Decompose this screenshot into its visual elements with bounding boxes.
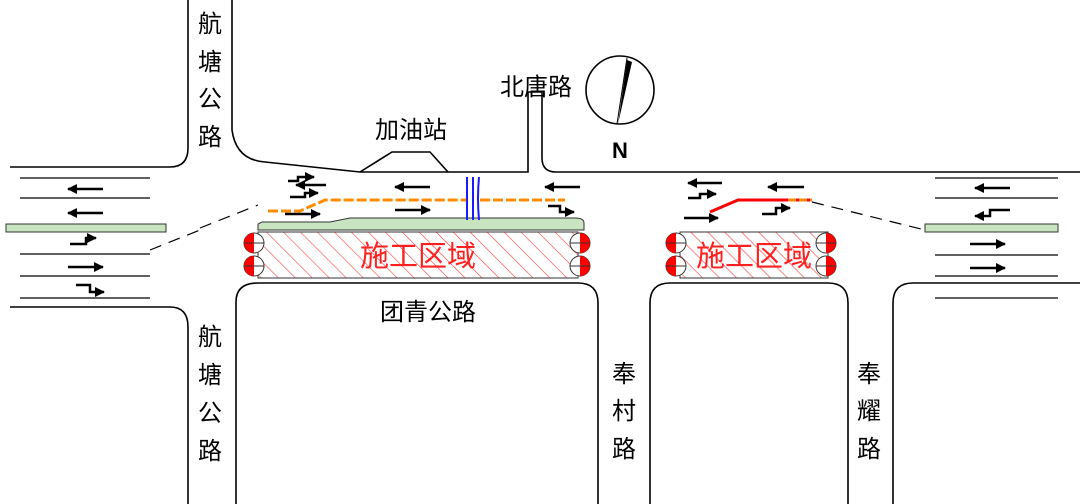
warning-marker-icon [243, 232, 265, 254]
svg-text:塘: 塘 [198, 49, 222, 76]
svg-text:路: 路 [198, 438, 222, 465]
svg-text:村: 村 [612, 398, 636, 425]
road-label-hangtang-south: 航 塘 公 路 [198, 324, 222, 465]
warning-marker-icon [665, 232, 687, 254]
work-zone-label: 施工区域 [696, 240, 812, 273]
road-label-hangtang-north: 航 塘 公 路 [198, 11, 222, 151]
warning-marker-icon [815, 232, 837, 254]
direction-arrows [67, 172, 1010, 297]
cone-line-right [709, 198, 810, 214]
warning-marker-icon [815, 255, 837, 277]
svg-text:航: 航 [198, 324, 222, 351]
north-label: N [612, 138, 628, 163]
lane-lines [20, 177, 1058, 299]
cone-lines [268, 198, 812, 214]
svg-text:路: 路 [198, 124, 222, 151]
svg-text:公: 公 [198, 400, 222, 427]
median-left [5, 223, 167, 233]
warning-marker-icon [569, 255, 591, 277]
median-right [924, 223, 1059, 233]
arrow-turn [548, 204, 575, 217]
arrow-turn [288, 172, 315, 183]
compass-icon: N [585, 55, 655, 163]
svg-text:公: 公 [198, 86, 222, 113]
arrow-turn [290, 188, 319, 199]
road-label-beitang: 北唐路 [500, 74, 572, 101]
warning-marker-icon [665, 255, 687, 277]
arrow-turn [762, 203, 791, 216]
median-center [257, 217, 585, 231]
svg-text:路: 路 [857, 436, 881, 463]
arrow-turn [70, 233, 97, 246]
warning-marker-icon [243, 255, 265, 277]
road-label-fengcun: 奉 村 路 [612, 361, 636, 463]
road-label-tuanqing: 团青公路 [380, 299, 476, 326]
arrow-turn [688, 189, 717, 200]
road-edges [10, 0, 1080, 504]
svg-text:航: 航 [198, 11, 222, 38]
work-zone-2: 施工区域 [679, 231, 829, 279]
cone-line-left [268, 198, 468, 213]
svg-text:路: 路 [612, 436, 636, 463]
road-labels: 航 塘 公 路 航 塘 公 路 北唐路 加油站 团青公路 奉 村 路 奉 耀 路 [198, 11, 881, 465]
medians [5, 217, 1059, 233]
road-label-fengyao: 奉 耀 路 [857, 361, 881, 463]
gas-station-label: 加油站 [375, 117, 447, 144]
warning-markers [243, 232, 837, 277]
work-zone-label: 施工区域 [360, 240, 476, 273]
work-zone-1: 施工区域 [257, 231, 579, 279]
svg-text:奉: 奉 [612, 361, 636, 388]
arrow-turn [76, 283, 105, 297]
arrow-turn [974, 208, 1010, 221]
svg-text:塘: 塘 [198, 362, 222, 389]
svg-text:奉: 奉 [857, 361, 881, 388]
warning-marker-icon [569, 232, 591, 254]
svg-text:耀: 耀 [857, 398, 881, 425]
pedestrian-separator [466, 176, 480, 221]
